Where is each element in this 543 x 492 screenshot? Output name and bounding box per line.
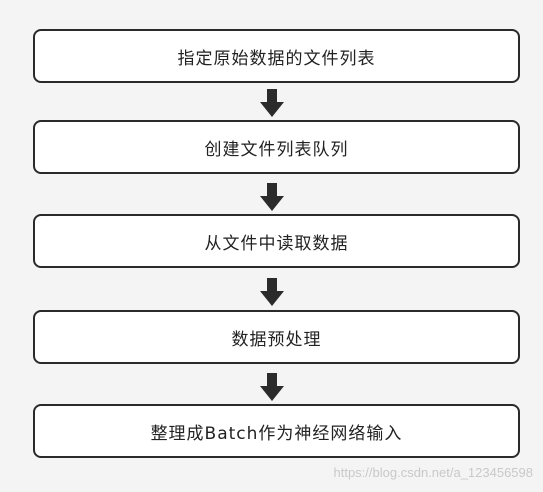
down-arrow-icon (260, 183, 284, 211)
step-5-box: 整理成Batch作为神经网络输入 (33, 404, 520, 458)
watermark: https://blog.csdn.net/a_123456598 (333, 465, 534, 480)
step-4-label: 数据预处理 (231, 329, 322, 350)
step-5-label: 整理成Batch作为神经网络输入 (150, 423, 403, 444)
step-2-label: 创建文件列表队列 (204, 139, 349, 160)
step-2-box: 创建文件列表队列 (33, 120, 520, 174)
step-3-box: 从文件中读取数据 (33, 214, 520, 268)
step-1-box: 指定原始数据的文件列表 (33, 29, 520, 83)
step-1-label: 指定原始数据的文件列表 (177, 48, 376, 69)
step-4-box: 数据预处理 (33, 310, 520, 364)
down-arrow-icon (260, 89, 284, 117)
down-arrow-icon (260, 373, 284, 401)
step-3-label: 从文件中读取数据 (204, 233, 349, 254)
down-arrow-icon (260, 278, 284, 306)
